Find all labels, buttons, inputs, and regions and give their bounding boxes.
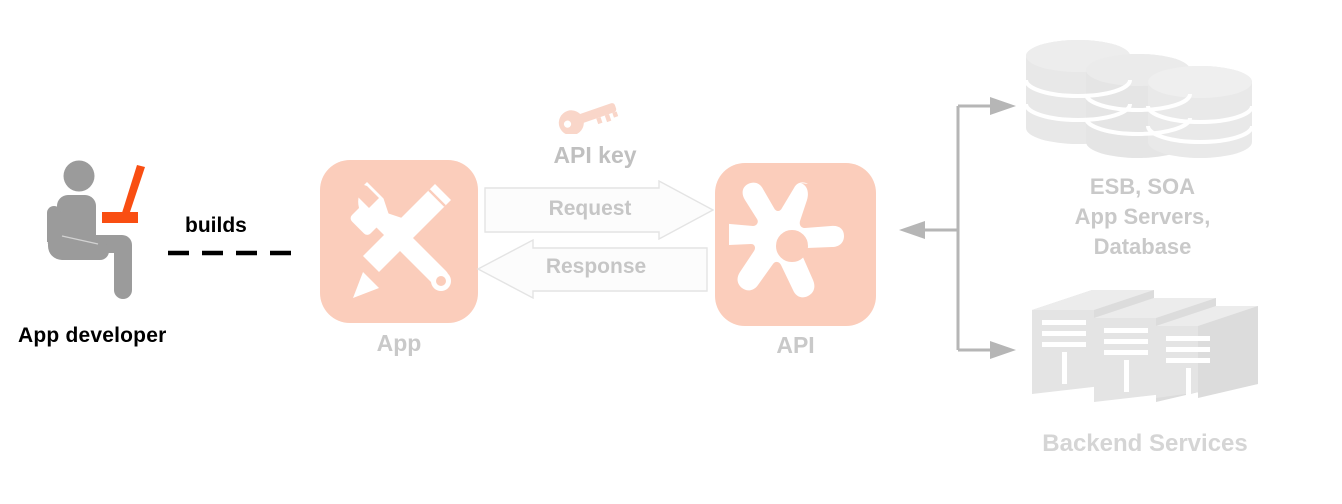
app-developer-label: App developer — [18, 324, 167, 347]
wrench-pencil-icon — [337, 178, 463, 311]
backend-services-label: Backend Services — [1042, 430, 1248, 457]
key-icon — [557, 98, 619, 139]
api-node-label: API — [776, 332, 815, 358]
api-star-icon — [717, 177, 862, 317]
api-key-label: API key — [553, 142, 637, 168]
arrow-head-to-databases — [990, 97, 1016, 115]
response-arrow — [476, 238, 708, 305]
response-label: Response — [545, 255, 647, 278]
request-label: Request — [548, 197, 632, 220]
dashed-connector-icon — [168, 243, 304, 256]
backend-connector-lines — [890, 90, 1025, 370]
server-rack-icon — [1022, 284, 1260, 407]
database-tier-label: ESB, SOA App Servers, Database — [1074, 174, 1211, 259]
arrow-head-to-servers — [990, 341, 1016, 359]
arrow-head-to-api — [899, 221, 925, 239]
app-node[interactable] — [320, 160, 478, 323]
seated-developer-icon — [47, 160, 145, 299]
app-node-label: App — [376, 330, 422, 356]
builds-label: builds — [185, 214, 247, 237]
app-developer-figure — [40, 160, 190, 305]
request-arrow — [484, 179, 715, 245]
api-node[interactable] — [715, 163, 876, 326]
database-stack-icon — [1018, 38, 1266, 163]
